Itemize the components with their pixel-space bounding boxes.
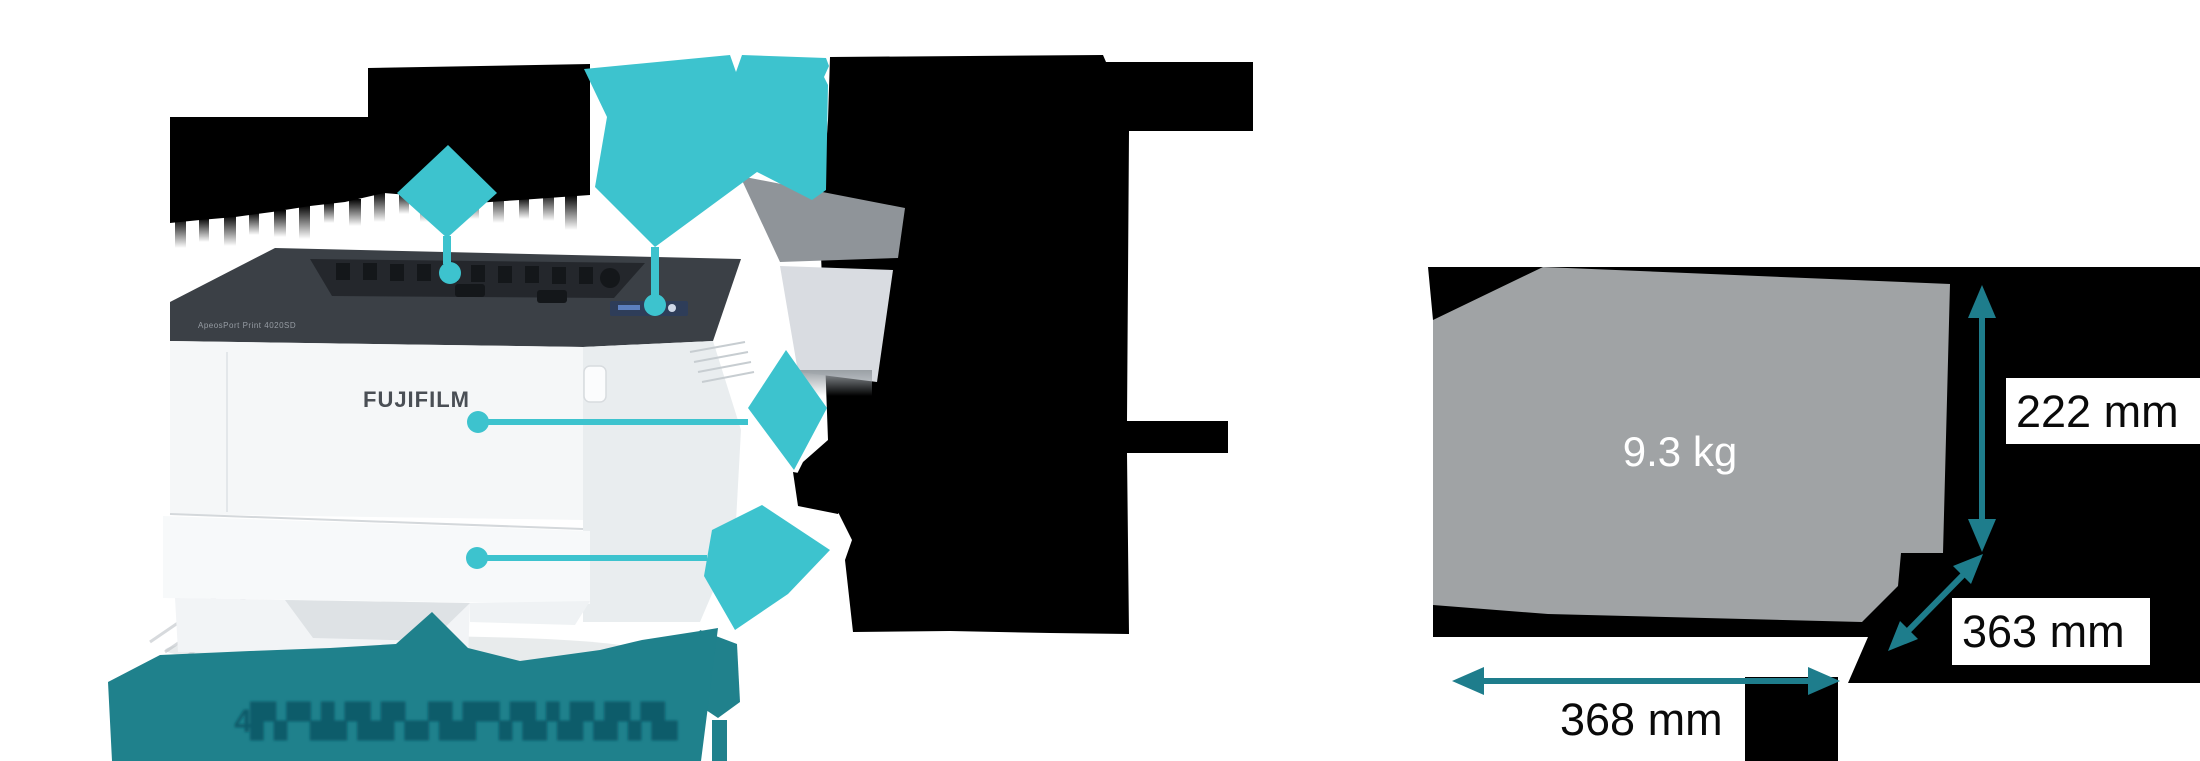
garbled-black-region-top-left (170, 64, 590, 248)
weight-label: 9.3 kg (1623, 428, 1737, 475)
dimensions-diagram: 9.3 kg 222 mm 363 mm 368 mm (1428, 267, 2200, 761)
printer-side-panel (583, 341, 741, 622)
garbled-gray-wedges (740, 176, 905, 396)
callout-stem (443, 236, 451, 264)
banner-garbled-text: 4▛▞▚▙▜▟▚▞▙▛▚▜▞▟▚▛▞▙ (234, 701, 678, 741)
depth-dimension-label: 363 mm (1962, 606, 2125, 657)
door-handle (583, 365, 607, 403)
feature-callouts (397, 55, 830, 630)
depth-label-bg (1952, 598, 2150, 665)
printer-front-door (170, 341, 583, 520)
paper-feed-rollers (336, 263, 620, 303)
feature-diamond-output-icon (397, 145, 497, 238)
garbled-black-block-bottom (1745, 677, 1838, 761)
width-dimension-label: 368 mm (1560, 694, 1723, 745)
feature-diamond-panel-icon (584, 55, 829, 247)
feature-diamond-tray-icon (704, 505, 830, 630)
garbled-black-blob-small (793, 472, 850, 514)
feature-banner: 4▛▞▚▙▜▟▚▞▙▛▚▜▞▟▚▛▞▙ (108, 612, 740, 761)
printer-illustration: ApeosPort Print 4020SD FUJIFILM (149, 248, 755, 664)
dimension-arrows (1452, 285, 1996, 695)
feature-diamond-door-icon (748, 350, 827, 470)
body-tray-seam (169, 513, 584, 530)
height-label-bg (2006, 378, 2200, 444)
side-vent-slats (689, 341, 755, 383)
callout-stem (651, 247, 659, 295)
paper-tray (163, 516, 590, 604)
weight-box (1433, 267, 1950, 622)
height-dimension-label: 222 mm (2016, 386, 2179, 437)
callout-dot-output (439, 262, 461, 284)
printer-model-label: ApeosPort Print 4020SD (198, 321, 296, 330)
tray-foot-right (470, 601, 590, 625)
callout-line-door (478, 419, 748, 425)
banner-hex-tail (712, 720, 727, 761)
brand-logo: FUJIFILM (363, 387, 470, 412)
callout-dot-panel (644, 294, 666, 316)
banner-ribbon (108, 612, 718, 761)
garbled-black-region-middle (795, 55, 1253, 634)
gradient-fringe (175, 192, 577, 248)
callout-line-tray (477, 555, 707, 561)
depth-arrow-icon (1903, 569, 1969, 636)
